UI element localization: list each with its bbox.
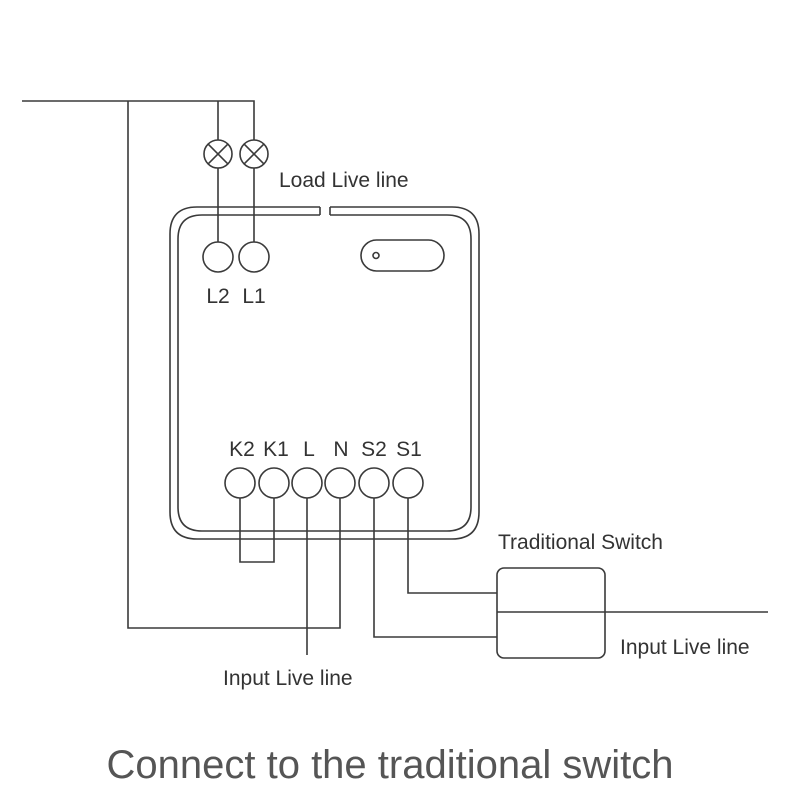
terminal-l1 [238,241,270,273]
neutral-wire [127,101,341,629]
lamps [203,139,269,169]
terminal-label-l2: L2 [206,285,229,308]
wires [22,100,768,655]
lamp-icon [203,139,233,169]
smart-switch-module [169,206,480,540]
traditional-switch: Traditional Switch [496,531,663,659]
terminal-label-l1: L1 [242,285,265,308]
module-outer-outline [169,206,480,540]
module-inner-outline [177,214,472,532]
input-live-line-label-right: Input Live line [620,636,750,659]
s2-switch-wire [373,498,497,638]
terminal-k1 [258,467,290,499]
indicator-led-icon [360,239,445,272]
load-live-line-label: Load Live line [279,169,409,192]
terminal-s1 [392,467,424,499]
switch-body [496,567,606,659]
traditional-switch-label: Traditional Switch [498,531,663,554]
input-live-line-label-bottom: Input Live line [223,667,353,690]
terminal-label-k2: K2 [229,438,255,461]
terminal-label-k1: K1 [263,438,289,461]
terminal-label-s1: S1 [396,438,422,461]
top-supply-wire [22,100,255,140]
terminal-label-s2: S2 [361,438,387,461]
terminal-k2 [224,467,256,499]
terminal-label-n: N [333,438,348,461]
bottom-terminals: K2 K1 L N S2 S1 [224,438,424,499]
top-terminals: L2 L1 [202,241,270,308]
terminal-l [291,467,323,499]
terminal-s2 [358,467,390,499]
terminal-n [324,467,356,499]
lamp-icon [239,139,269,169]
diagram-caption: Connect to the traditional switch [107,743,674,787]
k2-k1-jumper-wire [239,498,275,563]
s1-switch-wire [407,498,497,594]
terminal-label-l: L [303,438,315,461]
terminal-l2 [202,241,234,273]
